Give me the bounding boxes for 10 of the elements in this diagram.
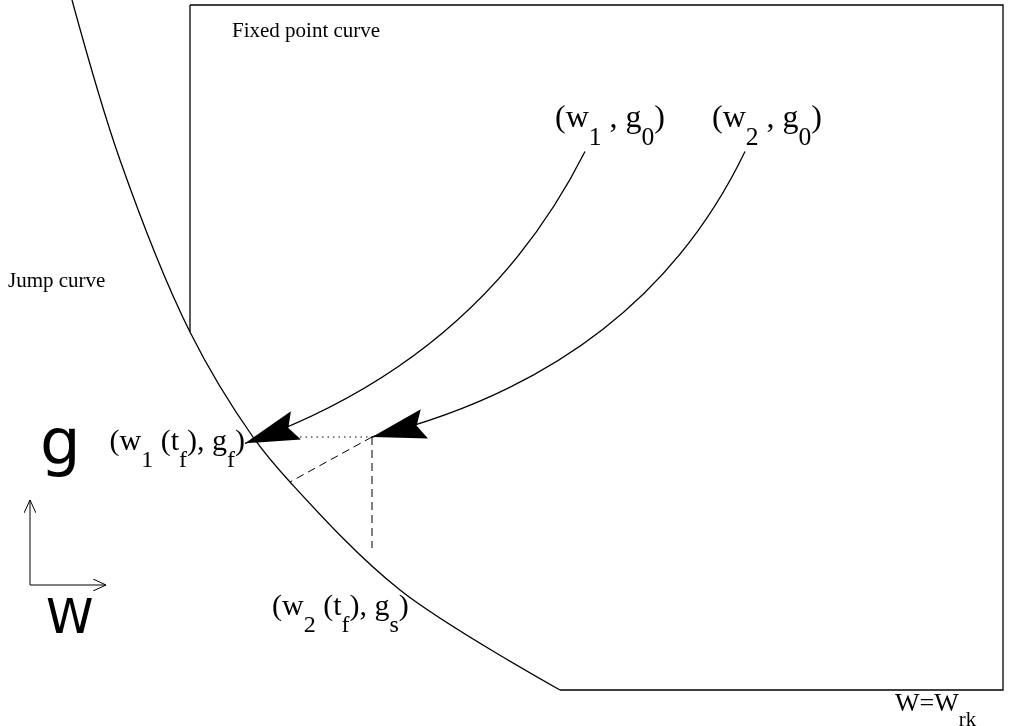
boundary-label: W=W$_{rk}$: [895, 690, 977, 726]
coordinate-label: (w$_{2}$ (t$_{f}$), g$_{s}$): [272, 590, 409, 636]
curve-label: Jump curve: [8, 270, 106, 291]
axis-label: W: [46, 592, 94, 640]
coordinate-label: (w$_{1}$ , g$_{0}$): [555, 100, 665, 150]
coordinate-label: (w$_{2}$ , g$_{0}$): [712, 100, 822, 150]
coordinate-label: (w$_{1}$ (t$_{f}$), g$_{f}$): [109, 425, 245, 471]
arrow: [371, 150, 746, 438]
curve-label: Fixed point curve: [232, 20, 381, 41]
arrow: [244, 150, 586, 444]
